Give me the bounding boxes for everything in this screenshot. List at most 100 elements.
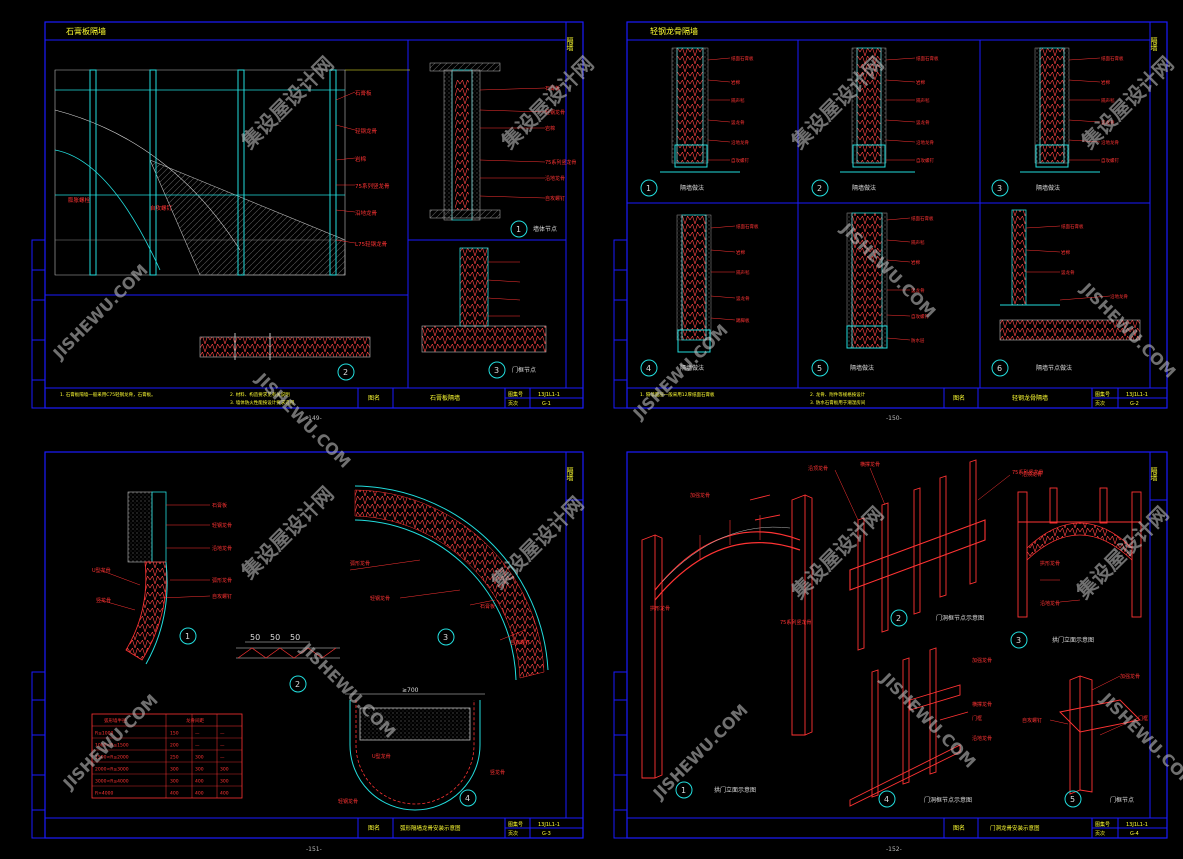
svg-text:75系列竖龙骨: 75系列竖龙骨 xyxy=(545,159,576,166)
sheet-3-tab: 隔墙 xyxy=(566,466,574,482)
sheet-1-detail-2-number: 2 xyxy=(343,368,348,377)
svg-text:弧形龙骨: 弧形龙骨 xyxy=(212,577,232,584)
watermark-layer: 集设屋设计网 JISHEWU.COM 集设屋设计网 JISHEWU.COM 集设… xyxy=(49,52,1183,804)
svg-text:岩棉: 岩棉 xyxy=(731,79,740,86)
svg-text:轻钢龙骨: 轻钢龙骨 xyxy=(212,522,232,529)
svg-text:≥700: ≥700 xyxy=(402,687,419,694)
svg-text:图名: 图名 xyxy=(368,394,380,402)
svg-text:拱形龙骨: 拱形龙骨 xyxy=(650,605,670,612)
sheet-4-tab: 隔墙 xyxy=(1150,466,1158,482)
svg-text:5: 5 xyxy=(817,364,822,373)
svg-text:沿地龙骨: 沿地龙骨 xyxy=(1101,139,1119,146)
svg-text:弧形墙半径: 弧形墙半径 xyxy=(104,717,127,724)
svg-text:13J1L1-1: 13J1L1-1 xyxy=(538,392,560,398)
sheet-1-header: 石膏板隔墙 xyxy=(66,26,106,36)
svg-text:75系列竖龙骨: 75系列竖龙骨 xyxy=(355,182,390,190)
sheet-4-detail-1 xyxy=(641,494,813,779)
svg-text:踢脚板: 踢脚板 xyxy=(736,317,750,324)
svg-text:图集号: 图集号 xyxy=(508,821,523,828)
watermark-en: JISHEWU.COM xyxy=(296,639,399,742)
svg-text:轻钢龙骨: 轻钢龙骨 xyxy=(545,109,565,116)
svg-text:L75轻钢龙骨: L75轻钢龙骨 xyxy=(355,240,388,248)
svg-text:页次: 页次 xyxy=(1095,830,1105,837)
sheet-2-header: 轻钢龙骨隔墙 xyxy=(650,26,698,36)
svg-text:门洞龙骨安装示意图: 门洞龙骨安装示意图 xyxy=(990,824,1040,832)
watermark-cn: 集设屋设计网 xyxy=(486,492,589,595)
svg-text:石膏板隔墙: 石膏板隔墙 xyxy=(430,394,460,402)
svg-text:沿地龙骨: 沿地龙骨 xyxy=(1040,600,1060,607)
svg-text:竖龙骨: 竖龙骨 xyxy=(916,119,930,126)
svg-text:门框节点: 门框节点 xyxy=(1110,796,1134,804)
sheet-4-title-block: 图名 门洞龙骨安装示意图 图集号 13J1L1-1 页次 G-4 xyxy=(627,817,1167,838)
sheet-2-tab: 隔墙 xyxy=(1150,36,1158,52)
svg-text:隔声毡: 隔声毡 xyxy=(916,97,930,104)
svg-text:3: 3 xyxy=(443,633,448,642)
sheet-1-callout-labels: 石膏板 轻钢龙骨 岩棉 75系列竖龙骨 沿地龙骨 L75轻钢龙骨 膨胀螺栓 自攻… xyxy=(68,89,390,248)
sheet-1-detail-1-number: 1 xyxy=(516,225,521,234)
svg-text:石膏板: 石膏板 xyxy=(355,89,372,97)
svg-text:石膏板: 石膏板 xyxy=(212,502,227,509)
table-cell: 300 xyxy=(170,779,179,785)
svg-text:3: 3 xyxy=(1016,636,1021,645)
svg-text:3: 3 xyxy=(997,184,1002,193)
svg-text:岩棉: 岩棉 xyxy=(916,79,925,86)
sheet-1-detail-2: 2 xyxy=(199,333,371,381)
svg-text:弧形龙骨: 弧形龙骨 xyxy=(350,560,370,567)
svg-text:自攻螺钉: 自攻螺钉 xyxy=(1022,717,1042,724)
svg-text:隔墙做法: 隔墙做法 xyxy=(1036,184,1060,192)
svg-text:自攻螺钉: 自攻螺钉 xyxy=(545,195,565,202)
svg-text:竖龙骨: 竖龙骨 xyxy=(731,119,745,126)
svg-text:自攻螺钉: 自攻螺钉 xyxy=(911,313,929,320)
svg-text:横撑龙骨: 横撑龙骨 xyxy=(860,461,880,468)
svg-text:1: 1 xyxy=(646,184,651,193)
svg-text:岩棉: 岩棉 xyxy=(1101,79,1110,86)
table-cell: — xyxy=(220,732,225,737)
svg-text:自攻螺钉: 自攻螺钉 xyxy=(731,157,749,164)
svg-text:50: 50 xyxy=(250,633,260,642)
svg-text:拱门立面示意图: 拱门立面示意图 xyxy=(714,786,756,794)
table-cell: 1000<R≤1500 xyxy=(95,743,129,749)
svg-text:图集号: 图集号 xyxy=(1095,391,1110,398)
table-cell: 300 xyxy=(220,767,229,773)
svg-text:轻钢龙骨: 轻钢龙骨 xyxy=(338,798,358,805)
svg-text:石膏板: 石膏板 xyxy=(480,603,495,610)
watermark-en: JISHEWU.COM xyxy=(49,260,152,363)
table-cell: 400 xyxy=(170,791,179,797)
svg-text:门洞框节点示意图: 门洞框节点示意图 xyxy=(936,614,984,622)
svg-text:75系列竖龙骨: 75系列竖龙骨 xyxy=(1012,469,1043,476)
table-cell: 400 xyxy=(220,791,229,797)
svg-text:沿地龙骨: 沿地龙骨 xyxy=(355,209,378,217)
svg-text:50: 50 xyxy=(270,633,280,642)
svg-text:图名: 图名 xyxy=(953,824,965,832)
svg-text:U型龙骨: U型龙骨 xyxy=(92,567,111,574)
sheet-3-detail-2: 50 50 50 2 xyxy=(236,633,340,693)
svg-text:隔声毡: 隔声毡 xyxy=(736,269,750,276)
watermark-cn: 集设屋设计网 xyxy=(1076,52,1179,155)
svg-text:轻钢龙骨隔墙: 轻钢龙骨隔墙 xyxy=(1012,394,1048,402)
sheet-2-title-block: 1. 隔墙面层一般采用12厚纸面石膏板 2. 龙骨、附件等规格按设计 3. 防水… xyxy=(627,387,1167,408)
table-cell: — xyxy=(220,744,225,749)
watermark-cn: 集设屋设计网 xyxy=(1071,502,1174,605)
svg-text:轻钢龙骨: 轻钢龙骨 xyxy=(355,127,378,135)
svg-text:沿地龙骨: 沿地龙骨 xyxy=(212,545,232,552)
svg-text:隔墙做法: 隔墙做法 xyxy=(680,184,704,192)
svg-text:岩棉: 岩棉 xyxy=(545,125,555,132)
svg-text:岩棉: 岩棉 xyxy=(736,249,745,256)
svg-text:1. 隔墙面层一般采用12厚纸面石膏板: 1. 隔墙面层一般采用12厚纸面石膏板 xyxy=(640,391,715,398)
svg-text:拱形龙骨: 拱形龙骨 xyxy=(1040,560,1060,567)
table-cell: — xyxy=(220,756,225,761)
table-cell: 150 xyxy=(170,731,179,737)
svg-text:图集号: 图集号 xyxy=(508,391,523,398)
svg-text:沿地龙骨: 沿地龙骨 xyxy=(731,139,749,146)
sheet-4-number: -152- xyxy=(886,846,902,853)
table-cell: — xyxy=(195,732,200,737)
sheet-4: 隔墙 加强龙骨 75系列竖龙骨 拱形龙骨 1 拱门立面示意图 xyxy=(613,451,1168,853)
